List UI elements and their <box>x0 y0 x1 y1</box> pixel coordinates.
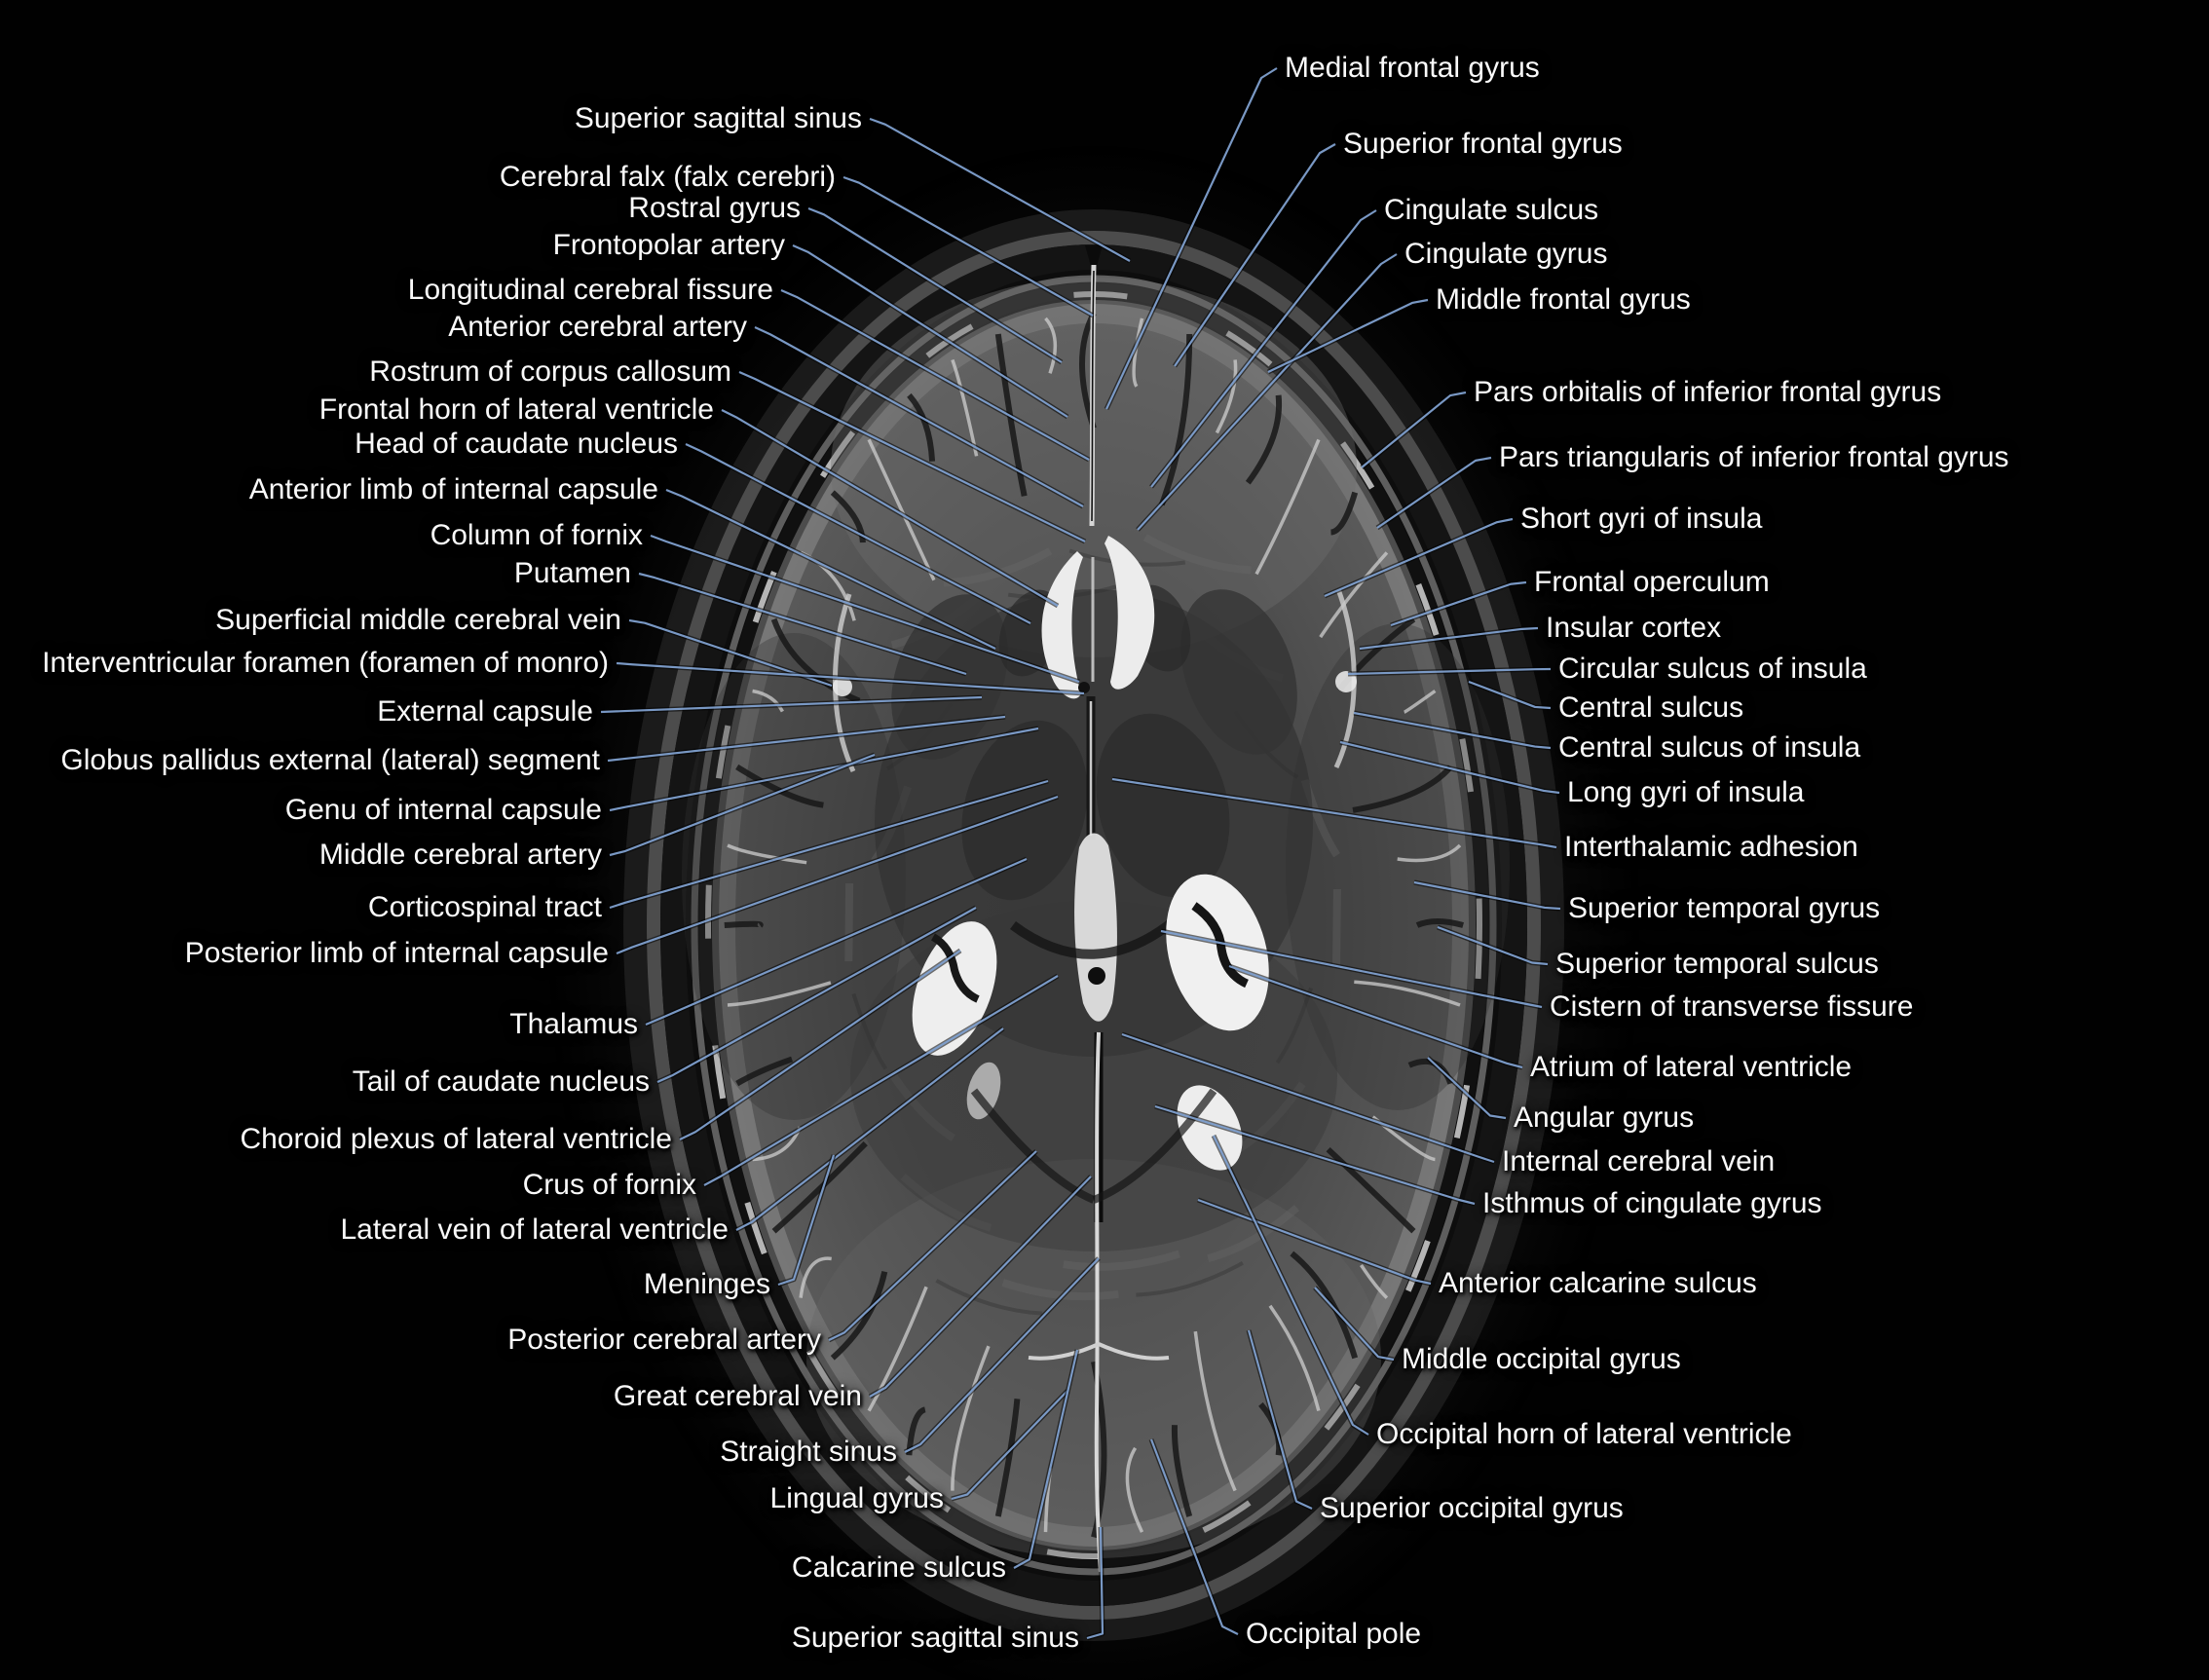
occipital-horn-left <box>966 1062 1001 1120</box>
leader-line <box>721 409 1059 607</box>
leader-line <box>1468 680 1552 710</box>
leader-line <box>1213 1135 1369 1436</box>
quadrigeminal-cistern <box>1074 833 1117 1022</box>
leader-line <box>1105 67 1278 410</box>
leader-line <box>600 695 983 714</box>
leader-line <box>628 618 833 688</box>
leader-line <box>679 950 961 1140</box>
sylvian-csf-left <box>833 677 852 696</box>
atrium-right <box>1166 874 1269 1031</box>
pineal-gland <box>1088 967 1105 985</box>
frontal-horn-left <box>1041 551 1083 699</box>
leader-line <box>1267 298 1429 373</box>
leader-line <box>609 753 876 857</box>
foramen-of-monro <box>1078 682 1090 693</box>
leader-line <box>1339 740 1560 795</box>
leader-line <box>1086 1526 1104 1640</box>
leader-line <box>1427 1057 1507 1120</box>
leader-line <box>1150 209 1377 488</box>
leader-line <box>1174 143 1336 367</box>
leader-line <box>1347 667 1552 676</box>
leader-line <box>1314 1287 1395 1362</box>
leader-line <box>638 572 967 676</box>
leader-line <box>1361 391 1467 468</box>
leader-line <box>754 326 1084 507</box>
leader-line <box>650 534 1080 684</box>
choroid-plexus-left <box>930 933 980 1003</box>
leader-line <box>1160 929 1543 1009</box>
leader-line <box>1353 711 1552 750</box>
leader-line <box>1413 880 1561 911</box>
leader-line <box>1390 580 1527 627</box>
occipital-horn-right <box>1177 1085 1243 1171</box>
leader-lines <box>600 65 1561 1641</box>
falx-anterior <box>1091 270 1095 522</box>
leader-line <box>616 795 1059 955</box>
leader-line <box>703 975 1059 1186</box>
leader-line <box>1247 1329 1313 1511</box>
leader-line <box>777 1154 836 1287</box>
leader-line <box>1111 777 1557 849</box>
midline-and-ventricles <box>912 245 1269 1573</box>
leader-line <box>738 370 1086 542</box>
leader-line <box>609 727 1039 812</box>
leader-line <box>842 175 1094 317</box>
leader-line <box>1197 1198 1432 1286</box>
choroid-plexus-right <box>1191 902 1250 989</box>
lentiform-nucleus-right <box>1180 589 1297 755</box>
leader-line <box>1137 253 1398 531</box>
interhemispheric-fissure-posterior <box>1094 1031 1103 1573</box>
ambient-cistern <box>1010 916 1179 959</box>
leader-line <box>665 488 996 650</box>
leader-line <box>1376 456 1492 529</box>
leader-line <box>951 1390 1068 1501</box>
leader-line <box>607 715 1006 763</box>
leader-line <box>828 1150 1037 1341</box>
leader-line <box>1324 517 1514 598</box>
leader-line <box>735 1027 1004 1231</box>
calcarine-sulcus-left <box>1028 1342 1100 1361</box>
leader-line <box>869 117 1131 262</box>
leader-line <box>645 857 1028 1027</box>
leader-line <box>780 288 1090 461</box>
superior-sagittal-sinus-notch <box>1085 245 1103 277</box>
leader-line <box>904 1257 1100 1453</box>
frontal-horn-right <box>1104 536 1155 690</box>
tentorium-right <box>1092 1088 1217 1204</box>
leader-line <box>1149 1438 1239 1635</box>
leader-line <box>685 443 1031 624</box>
leader-line <box>1121 1032 1495 1164</box>
thalamus-right <box>1096 713 1230 898</box>
leader-line <box>1359 626 1539 651</box>
leader-line <box>656 907 977 1084</box>
calcarine-sulcus-right <box>1098 1342 1170 1361</box>
leader-line <box>807 206 1063 363</box>
leader-line <box>616 661 1085 695</box>
leader-line <box>869 1176 1092 1398</box>
leader-line <box>1228 964 1523 1069</box>
tentorium-left <box>970 1088 1096 1204</box>
sylvian-csf-right <box>1335 671 1357 692</box>
leader-line <box>1437 925 1549 966</box>
leader-line <box>609 779 1049 910</box>
leader-line <box>1154 1104 1476 1206</box>
leader-line <box>792 243 1068 418</box>
leader-line <box>1013 1349 1079 1569</box>
